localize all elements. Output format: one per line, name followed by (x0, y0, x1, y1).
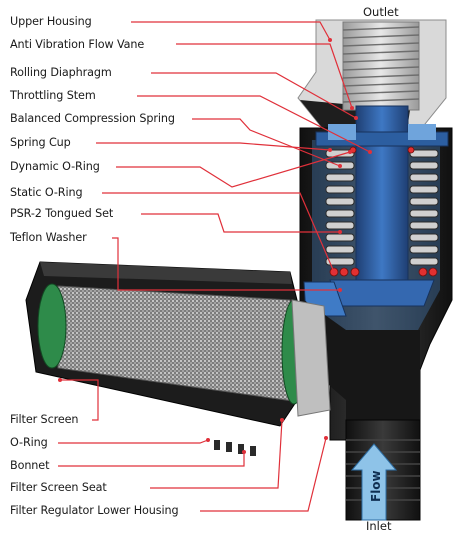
label-outlet: Outlet (363, 5, 399, 19)
label-inlet: Inlet (366, 519, 392, 533)
leader-o-ring (58, 439, 209, 444)
o-ring-set (329, 146, 438, 277)
label-filter-screen: Filter Screen (10, 413, 79, 426)
label-upper-housing: Upper Housing (10, 15, 92, 28)
leader-static-o-ring (102, 192, 335, 273)
flow-arrow-label: Flow (369, 470, 383, 502)
leader-bonnet (58, 452, 245, 467)
label-psr2-tongued-set: PSR-2 Tongued Set (10, 207, 114, 220)
filter-end-cap-left (37, 283, 67, 369)
leader-upper-housing (131, 21, 331, 41)
label-static-o-ring: Static O-Ring (10, 186, 83, 199)
label-bonnet: Bonnet (10, 459, 50, 472)
rolling-diaphragm-part (328, 124, 436, 140)
tongued-set-part (329, 279, 435, 307)
lower-housing-part (300, 300, 421, 521)
leader-lower-housing (200, 437, 327, 512)
label-spring-cup: Spring Cup (10, 136, 71, 149)
leader-rolling-diaphragm (151, 72, 357, 119)
label-balanced-compression-spring: Balanced Compression Spring (10, 112, 175, 125)
label-dynamic-o-ring: Dynamic O-Ring (10, 160, 100, 173)
leader-lines (58, 21, 371, 512)
outlet-thread (342, 21, 420, 111)
leader-filter-screen-seat (150, 419, 283, 489)
leader-throttling-stem (137, 95, 371, 153)
filter-screen-seat-part (291, 299, 331, 417)
leader-endpoints (58, 38, 372, 454)
flow-arrow: Flow (350, 443, 398, 521)
label-anti-vibration-flow-vane: Anti Vibration Flow Vane (10, 38, 145, 51)
label-rolling-diaphragm: Rolling Diaphragm (10, 66, 112, 79)
leader-dynamic-o-ring (116, 151, 351, 188)
leader-compression-spring (192, 118, 341, 167)
leader-spring-cup (96, 142, 331, 151)
label-teflon-washer: Teflon Washer (10, 231, 87, 244)
label-filter-regulator-lower-housing: Filter Regulator Lower Housing (10, 504, 179, 517)
label-o-ring: O-Ring (10, 436, 48, 449)
filter-screen-part (37, 283, 331, 417)
label-throttling-stem: Throttling Stem (10, 89, 96, 102)
leader-filter-screen (60, 379, 99, 421)
label-filter-screen-seat: Filter Screen Seat (10, 481, 107, 494)
leader-tongued-set (141, 213, 340, 233)
leader-flow-vane (176, 43, 353, 109)
leader-teflon-washer (112, 237, 340, 291)
